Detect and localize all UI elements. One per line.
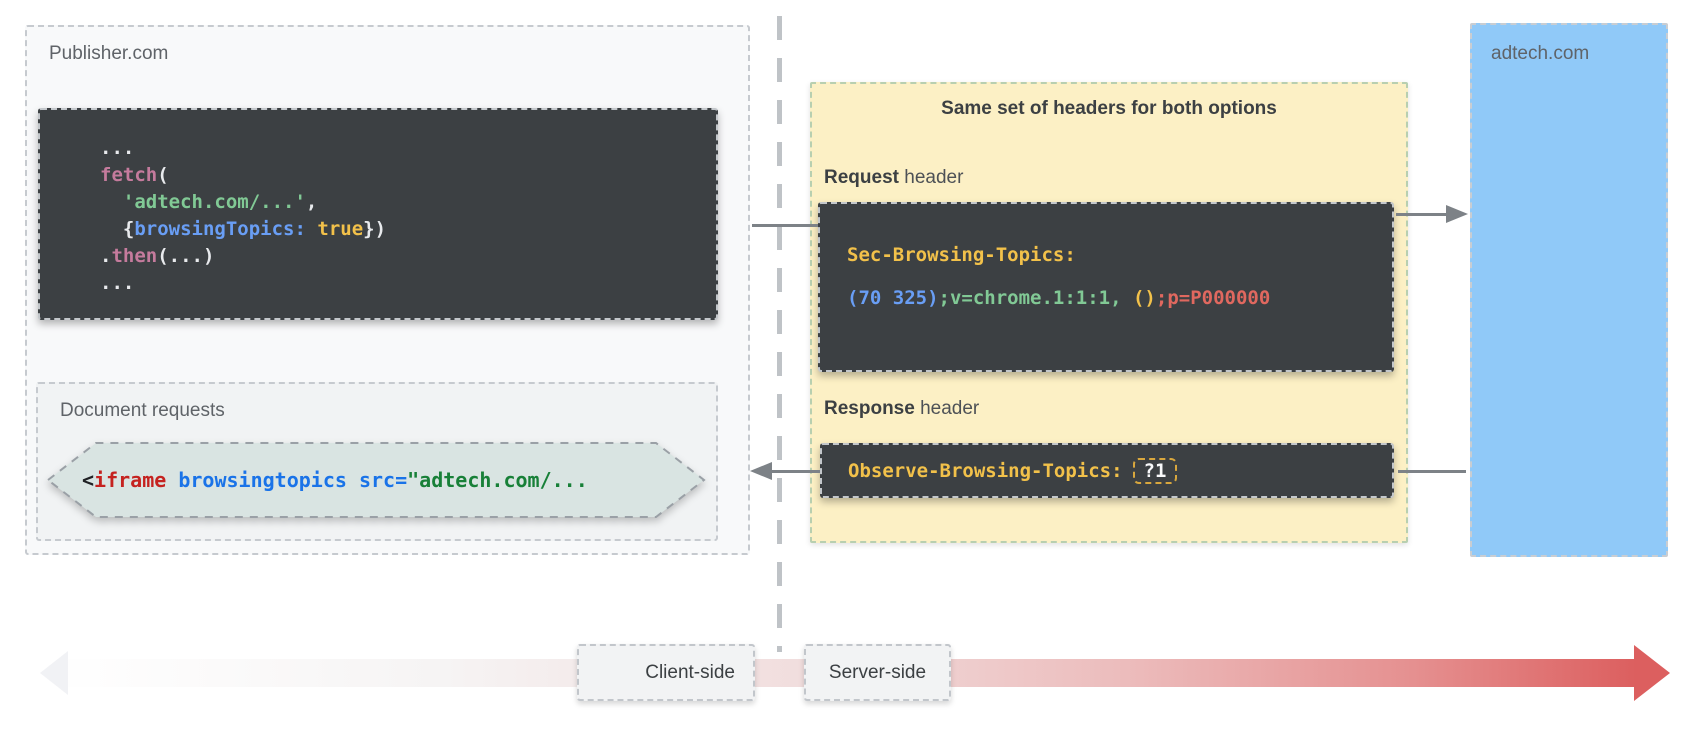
code-line: fetch( (100, 164, 169, 186)
timeline-right-arrowhead-icon (1634, 645, 1670, 701)
iframe-chip: <iframe browsingtopics src="adtech.com/.… (46, 441, 706, 519)
code-line: {browsingTopics: true}) (122, 218, 387, 240)
response-to-publisher-line (772, 470, 820, 473)
publisher-label: Publisher.com (49, 43, 169, 64)
response-header-label: Response header (824, 398, 980, 419)
iframe-code-line: <iframe browsingtopics src="adtech.com/.… (82, 468, 588, 492)
request-header-code-block: Sec-Browsing-Topics: (70 325);v=chrome.1… (818, 202, 1394, 372)
observe-value-badge: ?1 (1132, 457, 1178, 484)
response-to-publisher-arrowhead-icon (750, 462, 772, 480)
client-server-divider (777, 16, 782, 652)
code-line: .then(...) (100, 245, 215, 267)
request-to-adtech-arrowhead-icon (1446, 205, 1468, 223)
hexagon-shape-icon (46, 442, 706, 518)
header-name-line: Sec-Browsing-Topics: (847, 244, 1076, 266)
adtech-to-response-connector (1398, 470, 1466, 473)
fetch-code-block: ... fetch( 'adtech.com/...', {browsingTo… (38, 108, 718, 320)
code-line: ... (100, 137, 135, 159)
adtech-panel: adtech.com (1470, 23, 1668, 557)
response-header-code-block: Observe-Browsing-Topics: ?1 (820, 443, 1394, 498)
header-value-line: (70 325);v=chrome.1:1:1, ();p=P000000 (847, 287, 1271, 309)
code-line: 'adtech.com/...', (122, 191, 318, 213)
headers-panel-title: Same set of headers for both options (941, 98, 1277, 119)
document-requests-label: Document requests (60, 400, 225, 421)
request-to-adtech-line (1396, 213, 1448, 216)
request-header-label: Request header (824, 167, 964, 188)
adtech-label: adtech.com (1491, 43, 1590, 64)
client-side-badge: Client-side (577, 644, 755, 701)
code-line: ... (100, 272, 135, 294)
fetch-to-request-connector (752, 224, 818, 227)
header-name: Observe-Browsing-Topics: (848, 459, 1123, 482)
server-side-badge: Server-side (804, 644, 951, 701)
